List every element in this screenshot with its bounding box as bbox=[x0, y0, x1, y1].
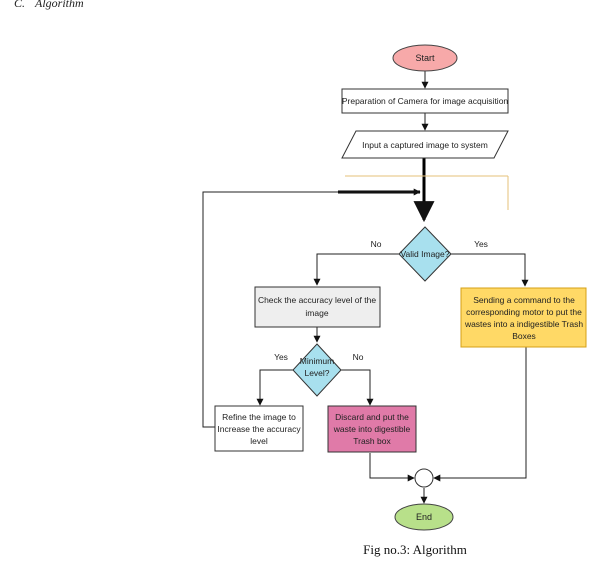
refine-step: Refine the image to Increase the accurac… bbox=[214, 405, 304, 452]
refine-label-line1: Refine the image to bbox=[222, 412, 296, 422]
connector-min-yes bbox=[256, 369, 294, 406]
section-number: C. bbox=[14, 0, 26, 10]
minimum-no-label: No bbox=[353, 352, 364, 362]
start-node: Start bbox=[392, 44, 458, 72]
join-connector bbox=[414, 468, 434, 488]
minimum-label-line1: Minimum bbox=[300, 356, 334, 366]
send-label-line3: wastes into a indigestible Trash bbox=[464, 319, 583, 329]
input-step: Input a captured image to system bbox=[341, 130, 509, 159]
discard-step: Discard and put the waste into digestibl… bbox=[327, 405, 417, 453]
refine-label-line3: level bbox=[250, 436, 268, 446]
connector-discard-join bbox=[369, 453, 415, 482]
check-label-line2: image bbox=[305, 308, 328, 318]
minimum-label-line2: Level? bbox=[304, 368, 329, 378]
check-label-line1: Check the accuracy level of the bbox=[258, 295, 376, 305]
end-node: End bbox=[394, 503, 454, 531]
prepare-step: Preparation of Camera for image acquisit… bbox=[341, 88, 509, 114]
end-label: End bbox=[416, 512, 432, 522]
minimum-yes-label: Yes bbox=[274, 352, 288, 362]
section-title: Algorithm bbox=[35, 0, 84, 10]
prepare-label: Preparation of Camera for image acquisit… bbox=[342, 96, 509, 106]
connector-loop-back bbox=[202, 188, 421, 428]
connector-valid-yes bbox=[450, 253, 529, 287]
minimum-decision: Minimum Level? bbox=[292, 343, 342, 397]
connector-min-no bbox=[340, 369, 374, 406]
discard-label-line1: Discard and put the bbox=[335, 412, 409, 422]
start-label: Start bbox=[415, 53, 435, 63]
connector-send-join bbox=[433, 347, 527, 482]
refine-label-line2: Increase the accuracy bbox=[217, 424, 301, 434]
send-step: Sending a command to the corresponding m… bbox=[460, 287, 587, 348]
valid-label: Valid Image? bbox=[401, 249, 450, 259]
send-label-line1: Sending a command to the bbox=[473, 295, 575, 305]
valid-yes-label: Yes bbox=[474, 239, 488, 249]
discard-label-line2: waste into digestible bbox=[333, 424, 411, 434]
discard-label-line3: Trash box bbox=[353, 436, 391, 446]
send-label-line2: corresponding motor to put the bbox=[466, 307, 582, 317]
send-label-line4: Boxes bbox=[512, 331, 536, 341]
connector-valid-no bbox=[313, 253, 400, 286]
valid-decision: Valid Image? bbox=[398, 226, 452, 282]
check-step: Check the accuracy level of the image bbox=[254, 286, 381, 328]
input-label: Input a captured image to system bbox=[362, 140, 488, 150]
connectors bbox=[202, 70, 529, 504]
valid-no-label: No bbox=[371, 239, 382, 249]
section-heading: C. Algorithm bbox=[14, 0, 94, 11]
figure-caption: Fig no.3: Algorithm bbox=[363, 542, 467, 557]
